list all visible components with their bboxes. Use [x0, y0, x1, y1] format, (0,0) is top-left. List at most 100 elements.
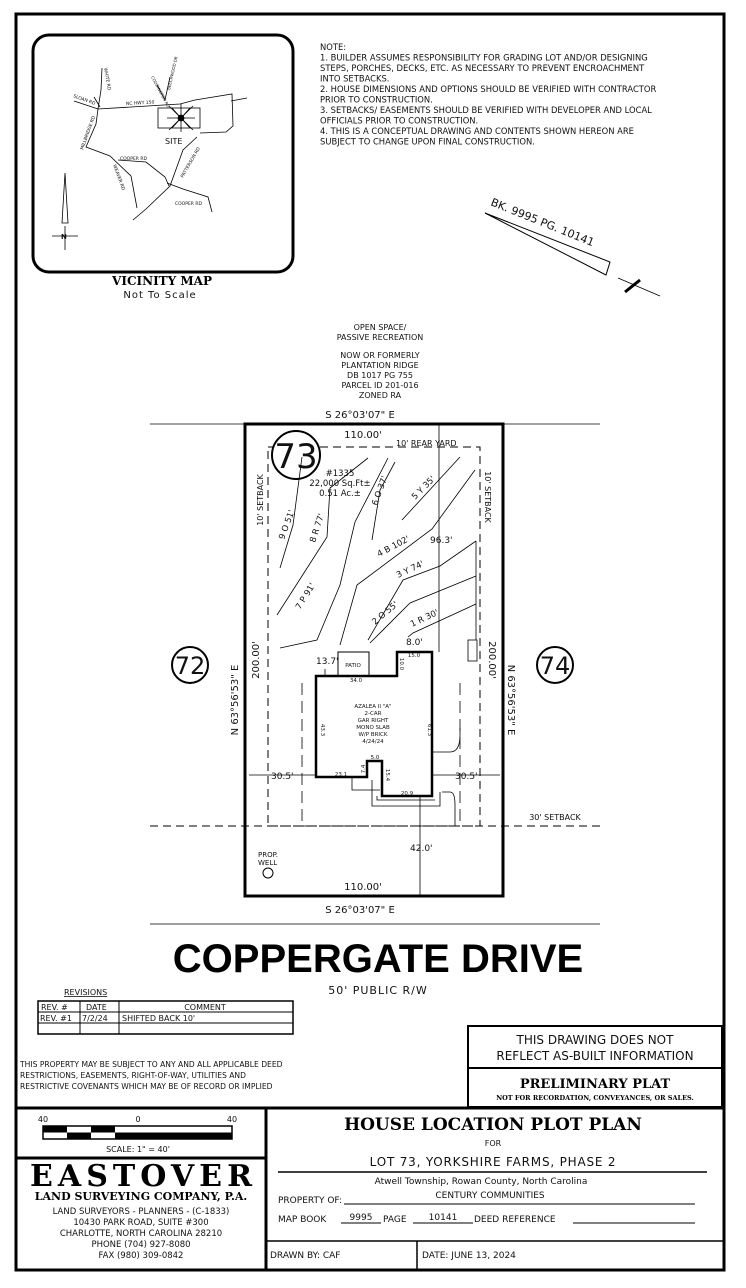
- adjacent-text: DB 1017 PG 755: [347, 371, 413, 380]
- patio-label: PATIO: [345, 663, 361, 669]
- property-of-label: PROPERTY OF:: [278, 1196, 342, 1206]
- well-label: PROP.: [258, 851, 278, 859]
- right-of-way: 50' PUBLIC R/W: [328, 984, 428, 997]
- vicinity-roads: [73, 67, 248, 221]
- book-reference: BK. 9995 PG. 10141: [484, 196, 661, 297]
- company-line: LAND SURVEYORS - PLANNERS - (C-1833): [53, 1207, 230, 1217]
- road-label: NC HWY 150: [126, 100, 155, 107]
- house-footprint: PATIO AZALEA II "A" 2-CAR GAR RIGHT MONO…: [301, 650, 461, 827]
- company-line: 10430 PARK ROAD, SUITE #300: [73, 1218, 208, 1228]
- scale-bar: 40 0 40 SCALE: 1" = 40': [38, 1115, 237, 1154]
- lot-number-badge: [271, 430, 321, 480]
- house-dim: 34.0: [350, 678, 363, 684]
- road-label: MILLBRIDGE RD: [79, 115, 97, 151]
- road-label: WHITE RD: [102, 67, 112, 91]
- road-label: SLOAN RD: [72, 93, 96, 107]
- preliminary-plat-subtitle: NOT FOR RECORDATION, CONVEYANCES, OR SAL…: [496, 1094, 694, 1102]
- note-line: OFFICIALS PRIOR TO CONSTRUCTION.: [320, 116, 478, 126]
- right-setback-label: 10' SETBACK: [483, 471, 492, 523]
- left-distance: 200.00': [251, 641, 262, 679]
- deed-reference-label: DEED REFERENCE: [474, 1215, 556, 1225]
- adjacent-text: OPEN SPACE/: [354, 323, 407, 332]
- column-header: REV. #: [41, 1003, 68, 1012]
- adjacent-text: NOW OR FORMERLY: [340, 351, 420, 360]
- disclaimer-line: RESTRICTIVE COVENANTS WHICH MAY BE OF RE…: [20, 1082, 273, 1091]
- north-label: N: [61, 233, 67, 241]
- note-line: 1. BUILDER ASSUMES RESPONSIBILITY FOR GR…: [320, 53, 648, 63]
- company-logo: EASTOVER: [30, 1159, 253, 1194]
- location: Atwell Township, Rowan County, North Car…: [375, 1177, 588, 1187]
- patio: [337, 651, 370, 677]
- offset-label: 96.3': [430, 536, 453, 546]
- preliminary-plat-title: PRELIMINARY PLAT: [520, 1077, 671, 1092]
- revisions-title: REVISIONS: [64, 988, 107, 997]
- house-dim: 5.0: [371, 755, 380, 761]
- disclaimer-line: RESTRICTIONS, EASEMENTS, RIGHT-OF-WAY, U…: [20, 1071, 246, 1080]
- road-label: WEAVER RD: [111, 164, 126, 192]
- house-outline: [314, 650, 434, 798]
- lot-73: S 26°03'07" E 110.00' 10' REAR YARD 110.…: [150, 410, 600, 925]
- road-label: BEECHWOOD DR: [166, 56, 179, 91]
- lot-area-acres: 0.51 Ac.±: [319, 489, 361, 499]
- right-bearing: N 63°56'53" E: [505, 665, 516, 736]
- vicinity-map: SITE NC HWY 150 SLOAN RD WHITE RD MILLBR…: [31, 33, 295, 301]
- house-note: GAR RIGHT: [358, 718, 389, 724]
- vicinity-map-frame: [31, 33, 295, 274]
- scale-tick: 40: [38, 1115, 48, 1124]
- vicinity-map-title: VICINITY MAP: [111, 274, 212, 288]
- title-block: HOUSE LOCATION PLOT PLAN FOR LOT 73, YOR…: [270, 1115, 707, 1261]
- offset-dimensions: 13.7' 8.0' 96.3' 30.5' 30.5' 42.0': [271, 536, 478, 854]
- offset-label: 13.7': [316, 657, 339, 667]
- note-line: 2. HOUSE DIMENSIONS AND OPTIONS SHOULD B…: [320, 84, 657, 94]
- house-dim: 20.9: [401, 791, 414, 797]
- scale-tick: 40: [227, 1115, 237, 1124]
- contour-label: 8 R 77': [308, 512, 327, 544]
- column-header: COMMENT: [184, 1003, 226, 1012]
- north-arrow-icon: N: [52, 172, 78, 250]
- company-line: FAX (980) 309-0842: [99, 1251, 184, 1261]
- company-full-name: LAND SURVEYING COMPANY, P.A.: [35, 1190, 248, 1203]
- well-icon: [262, 867, 274, 879]
- as-built-notice: THIS DRAWING DOES NOT: [516, 1033, 675, 1047]
- drawing-title: HOUSE LOCATION PLOT PLAN: [344, 1115, 642, 1135]
- disclaimer-line: THIS PROPERTY MAY BE SUBJECT TO ANY AND …: [19, 1060, 283, 1069]
- map-book-value: 9995: [350, 1213, 373, 1223]
- notes: NOTE: 1. BUILDER ASSUMES RESPONSIBILITY …: [320, 42, 657, 147]
- page-value: 10141: [429, 1213, 458, 1223]
- contour-label: 1 R 30': [409, 608, 440, 630]
- rear-yard-label: 10' REAR YARD: [396, 439, 457, 448]
- revision-cell: SHIFTED BACK 10': [122, 1014, 195, 1023]
- revisions-table: REVISIONS REV. # DATE COMMENT REV. #1 7/…: [37, 988, 294, 1035]
- rear-bearing: S 26°03'07" E: [325, 410, 395, 421]
- company-block: EASTOVER LAND SURVEYING COMPANY, P.A. LA…: [30, 1159, 253, 1261]
- house-date: 4/24/24: [362, 739, 384, 745]
- road-label: COOPER RD: [175, 201, 202, 207]
- site-marker-icon: [167, 104, 195, 132]
- offset-label: 8.0': [406, 638, 423, 648]
- company-line: PHONE (704) 927-8080: [91, 1240, 190, 1250]
- house-dim: 15.0: [408, 653, 421, 659]
- adjacent-text: PARCEL ID 201-016: [341, 381, 418, 390]
- contour-label: 5 Y 35': [410, 474, 438, 502]
- house-note: 2-CAR: [365, 711, 382, 717]
- adjacent-lot-badge: [536, 646, 574, 684]
- note-line: STEPS, PORCHES, DECKS, ETC. AS NECESSARY…: [320, 63, 645, 73]
- revision-cell: 7/2/24: [82, 1014, 108, 1023]
- house-dim: 7.4: [361, 764, 367, 773]
- contour-label: 7 P 91': [294, 582, 318, 612]
- revision-cell: REV. #1: [40, 1014, 72, 1023]
- offset-label: 30.5': [455, 772, 478, 782]
- adjacent-text: ZONED RA: [359, 391, 402, 400]
- adjacent-lot-badge: [171, 646, 209, 684]
- adjacent-owner: OPEN SPACE/ PASSIVE RECREATION NOW OR FO…: [337, 323, 424, 400]
- map-book-label: MAP BOOK: [278, 1215, 327, 1225]
- house-dim: 61.3: [426, 724, 432, 737]
- road-label: COOPER RD: [120, 156, 147, 162]
- contour-label: 6 O 37': [370, 475, 390, 507]
- vicinity-map-subtitle: Not To Scale: [123, 290, 196, 301]
- company-line: CHARLOTTE, NORTH CAROLINA 28210: [60, 1229, 222, 1239]
- house-note: MONO SLAB: [356, 725, 390, 731]
- drawing-for: FOR: [485, 1139, 502, 1148]
- contour-label: 2 O 55': [371, 600, 401, 627]
